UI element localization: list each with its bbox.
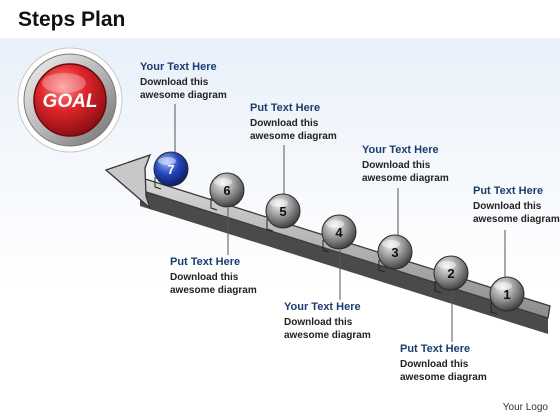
goal-button: GOAL <box>17 47 123 153</box>
step-ball-highlight <box>382 240 400 248</box>
step-ball-shape <box>153 151 189 187</box>
step-text-heading: Put Text Here <box>473 185 544 197</box>
step-ball-2: 2 <box>433 255 469 291</box>
step-ball-5: 5 <box>265 193 301 229</box>
step-text-heading: Your Text Here <box>140 61 217 73</box>
leader-lines <box>174 104 506 342</box>
step-ball-highlight <box>270 199 288 207</box>
step-text-heading: Your Text Here <box>362 144 439 156</box>
step-text-body: Download this awesome diagram <box>400 359 487 383</box>
step-ball-highlight <box>158 157 176 165</box>
step-ball-highlight <box>494 282 512 290</box>
step-number: 5 <box>279 204 286 219</box>
step-ball-highlight <box>326 220 344 228</box>
step-number: 3 <box>391 245 398 260</box>
step-text-body: Download this awesome diagram <box>362 160 449 184</box>
step-text-body: Download this awesome diagram <box>473 201 560 225</box>
step-ball-shape <box>377 234 413 270</box>
page-title: Steps Plan <box>18 8 126 31</box>
step-ball-shape <box>433 255 469 291</box>
step-ball-shape <box>321 214 357 250</box>
step-ball-1: 1 <box>489 276 525 312</box>
step-ball-shape <box>489 276 525 312</box>
step-number: 2 <box>447 266 454 281</box>
step-text-heading: Put Text Here <box>250 102 321 114</box>
footer-logo-text: Your Logo <box>502 402 548 413</box>
step-text-body: Download this awesome diagram <box>284 317 371 341</box>
step-ball-shape <box>209 172 245 208</box>
step-text-body: Download this awesome diagram <box>140 77 227 101</box>
step-text-heading: Your Text Here <box>284 301 361 313</box>
step-ball-highlight <box>214 178 232 186</box>
step-ball-7: 7 <box>153 151 189 187</box>
goal-label: GOAL <box>43 91 98 112</box>
step-ball-6: 6 <box>209 172 245 208</box>
step-ball-shape <box>265 193 301 229</box>
step-text-heading: Put Text Here <box>170 256 241 268</box>
step-ball-4: 4 <box>321 214 357 250</box>
step-number: 7 <box>167 162 174 177</box>
step-ball-highlight <box>438 261 456 269</box>
step-text-body: Download this awesome diagram <box>250 118 337 142</box>
step-ball-3: 3 <box>377 234 413 270</box>
step-number: 4 <box>335 225 343 240</box>
step-number: 1 <box>503 287 510 302</box>
step-text-heading: Put Text Here <box>400 343 471 355</box>
step-number: 6 <box>223 183 230 198</box>
step-text-body: Download this awesome diagram <box>170 272 257 296</box>
